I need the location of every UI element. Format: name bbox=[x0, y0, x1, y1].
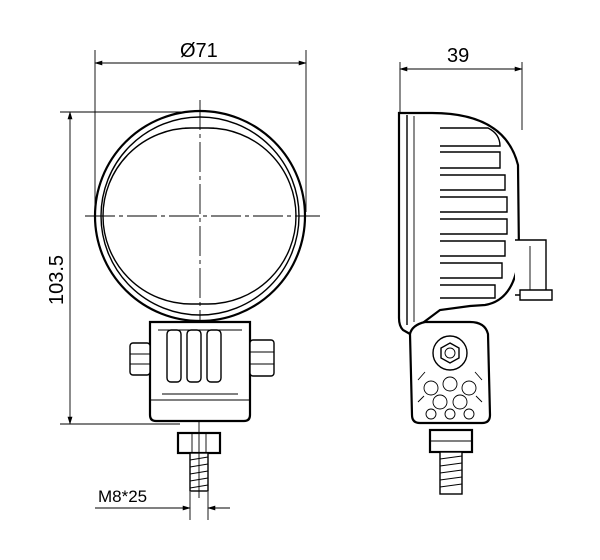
side-view: 39 bbox=[397, 45, 553, 495]
diameter-dimension: Ø71 bbox=[94, 40, 307, 212]
bracket-side bbox=[408, 320, 492, 425]
height-label: 103.5 bbox=[46, 255, 68, 305]
thread-dimension: M8*25 bbox=[95, 487, 230, 520]
stud-side bbox=[428, 428, 474, 495]
depth-label: 39 bbox=[447, 45, 469, 67]
depth-dimension: 39 bbox=[399, 45, 523, 130]
bracket-front bbox=[129, 320, 275, 423]
housing-side bbox=[397, 111, 553, 336]
honeycomb-pattern bbox=[417, 371, 483, 420]
stud-front bbox=[176, 420, 222, 498]
height-dimension: 103.5 bbox=[46, 111, 200, 425]
lamp-head-front bbox=[85, 100, 320, 330]
diameter-label: Ø71 bbox=[180, 40, 218, 62]
front-view: Ø71 103.5 bbox=[46, 40, 320, 520]
thread-label: M8*25 bbox=[98, 487, 147, 506]
